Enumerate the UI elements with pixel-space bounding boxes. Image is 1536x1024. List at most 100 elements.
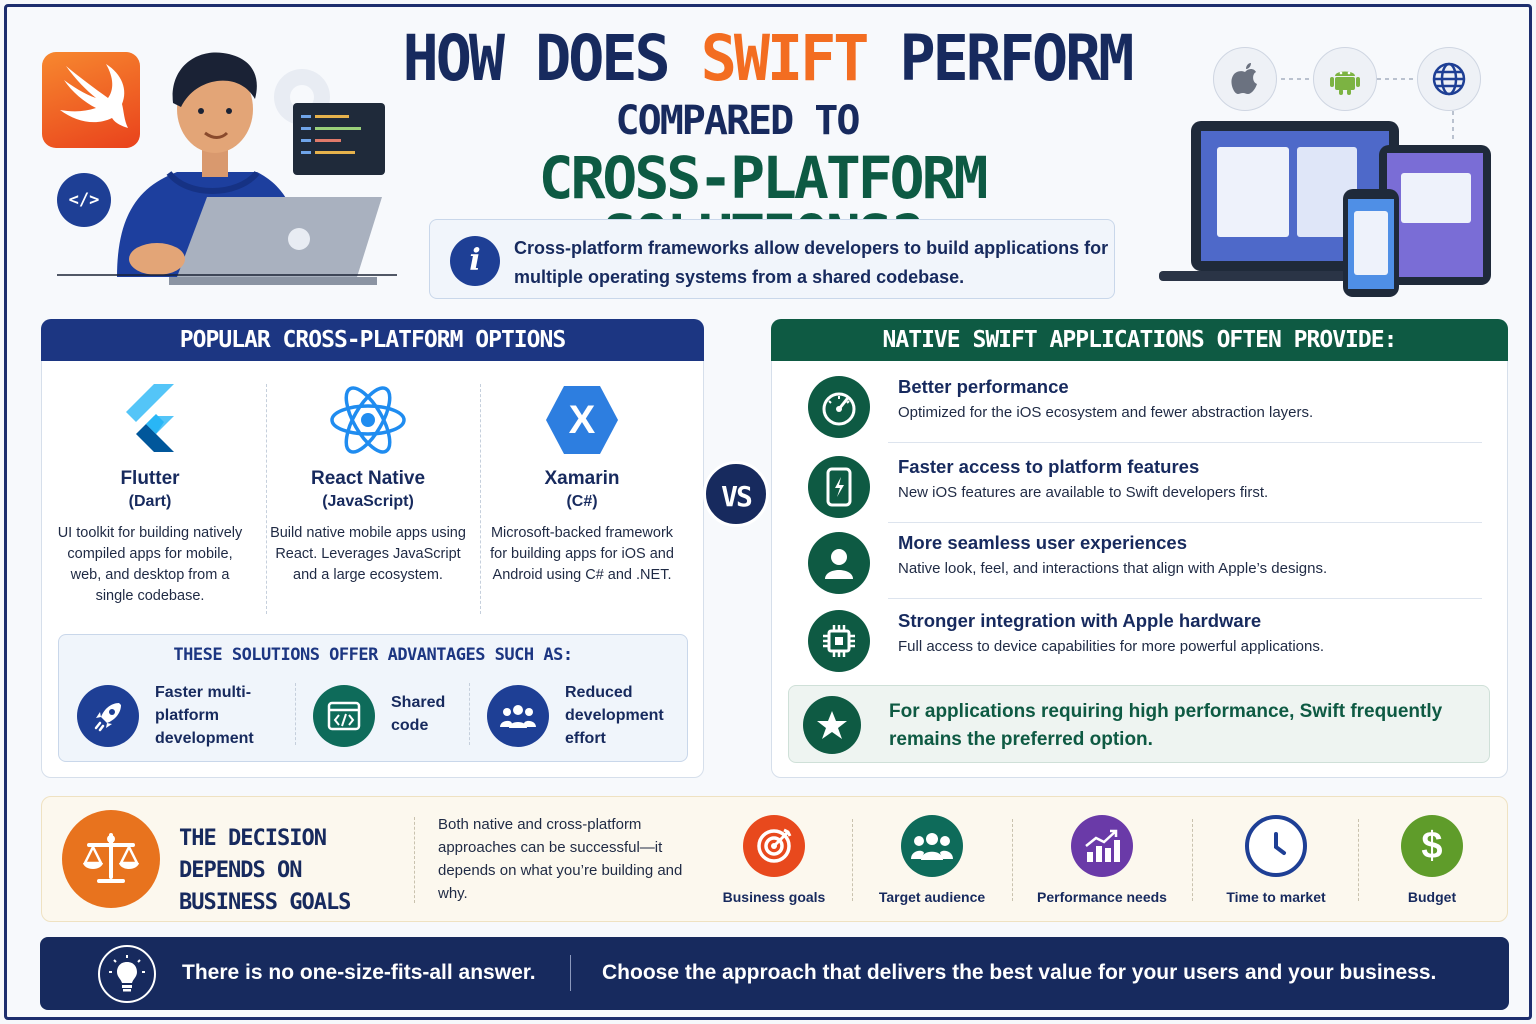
benefit-item: Faster access to platform features New i… <box>808 456 1488 536</box>
advantage-item: Shared code <box>313 681 473 749</box>
devices-illustration <box>1147 43 1497 303</box>
advantage-label: Faster multi-platform development <box>155 684 254 747</box>
developer-illustration <box>57 37 407 287</box>
divider <box>888 442 1482 443</box>
advantage-item: Reduced development effort <box>487 681 687 749</box>
android-icon <box>1313 47 1377 111</box>
benefit-desc: Full access to device capabilities for m… <box>898 638 1325 655</box>
user-icon <box>808 532 870 594</box>
divider <box>1012 819 1013 901</box>
chip-icon <box>808 610 870 672</box>
react-icon <box>330 386 406 454</box>
framework-lang: (Dart) <box>128 493 172 510</box>
infographic-frame: </> <box>4 4 1532 1020</box>
benefit-title: More seamless user experiences <box>898 532 1187 553</box>
benefit-item: More seamless user experiences Native lo… <box>808 532 1488 612</box>
native-swift-heading: NATIVE SWIFT APPLICATIONS OFTEN PROVIDE: <box>771 319 1508 361</box>
factor-label: Performance needs <box>1037 889 1167 905</box>
title-accent: SWIFT <box>700 22 870 96</box>
info-icon: i <box>450 236 500 286</box>
factor-label: Business goals <box>722 889 826 905</box>
factor-item: $ Budget <box>1352 815 1512 905</box>
framework-desc: UI toolkit for building natively compile… <box>57 525 243 604</box>
audience-icon <box>901 815 963 877</box>
page-title: HOW DOES SWIFT PERFORM <box>402 22 1135 96</box>
footer-text-secondary: Choose the approach that delivers the be… <box>602 961 1437 984</box>
clock-icon <box>1245 815 1307 877</box>
footer-text-primary: There is no one-size-fits-all answer. <box>182 961 536 984</box>
rocket-icon <box>77 685 139 747</box>
factor-item: Target audience <box>852 815 1012 905</box>
factor-label: Target audience <box>878 889 986 905</box>
xamarin-icon: X <box>542 380 622 460</box>
divider <box>888 598 1482 599</box>
decision-text: Both native and cross-platform approache… <box>438 816 683 902</box>
lightbulb-icon <box>98 945 156 1003</box>
decision-title: THE DECISION DEPENDS ON BUSINESS GOALS <box>179 826 351 915</box>
divider <box>852 819 853 901</box>
advantage-label: Shared code <box>391 694 446 734</box>
framework-lang: (C#) <box>566 493 598 510</box>
advantage-label: Reduced development effort <box>565 684 664 747</box>
framework-desc: Microsoft-backed framework for building … <box>490 525 674 583</box>
divider <box>888 522 1482 523</box>
decision-bar: THE DECISION DEPENDS ON BUSINESS GOALS B… <box>41 796 1508 922</box>
benefit-item: Better performance Optimized for the iOS… <box>808 376 1488 456</box>
divider <box>1358 819 1359 901</box>
divider <box>469 683 470 745</box>
page-subtitle: COMPARED TO <box>615 98 861 144</box>
info-box: i Cross-platform frameworks allow develo… <box>429 219 1115 299</box>
benefit-item: Stronger integration with Apple hardware… <box>808 610 1488 690</box>
advantages-title: THESE SOLUTIONS OFFER ADVANTAGES SUCH AS… <box>173 645 573 665</box>
factor-item: Business goals <box>694 815 854 905</box>
info-text: Cross-platform frameworks allow develope… <box>514 238 1109 287</box>
flutter-icon <box>126 384 174 452</box>
apple-icon <box>1213 47 1277 111</box>
xamarin-glyph: X <box>568 398 596 442</box>
benefit-title: Better performance <box>898 376 1069 397</box>
speedometer-icon <box>808 376 870 438</box>
divider <box>480 384 481 614</box>
growth-chart-icon <box>1071 815 1133 877</box>
preferred-text: For applications requiring high performa… <box>889 701 1443 750</box>
framework-name: Flutter <box>120 468 180 489</box>
factor-item: Performance needs <box>1022 815 1182 905</box>
advantages-box: THESE SOLUTIONS OFFER ADVANTAGES SUCH AS… <box>58 634 688 762</box>
native-swift-panel: NATIVE SWIFT APPLICATIONS OFTEN PROVIDE:… <box>771 319 1508 778</box>
framework-desc: Build native mobile apps using React. Le… <box>270 525 466 583</box>
cross-platform-heading: POPULAR CROSS-PLATFORM OPTIONS <box>41 319 704 361</box>
target-icon <box>743 815 805 877</box>
benefit-title: Faster access to platform features <box>898 456 1200 477</box>
team-icon <box>487 685 549 747</box>
benefit-desc: Optimized for the iOS ecosystem and fewe… <box>898 404 1314 421</box>
footer-banner: There is no one-size-fits-all answer. Ch… <box>40 937 1509 1010</box>
cross-platform-panel: POPULAR CROSS-PLATFORM OPTIONS Flutter (… <box>41 319 704 778</box>
scales-icon <box>62 810 160 908</box>
divider <box>414 817 415 903</box>
framework-name: Xamarin <box>544 468 620 489</box>
divider <box>1192 819 1193 901</box>
preferred-callout: For applications requiring high performa… <box>788 685 1490 763</box>
code-window-icon <box>313 685 375 747</box>
benefit-desc: Native look, feel, and interactions that… <box>898 560 1328 577</box>
benefit-desc: New iOS features are available to Swift … <box>898 484 1269 501</box>
framework-name: React Native <box>310 468 426 489</box>
framework-card-xamarin: X Xamarin (C#) Microsoft-backed framewor… <box>478 380 686 586</box>
star-icon <box>803 696 861 754</box>
swift-logo <box>42 52 140 148</box>
divider <box>295 683 296 745</box>
benefit-title: Stronger integration with Apple hardware <box>898 610 1262 631</box>
framework-card-react-native: React Native (JavaScript) Build native m… <box>264 380 472 586</box>
advantage-item: Faster multi-platform development <box>77 681 287 749</box>
globe-icon <box>1417 47 1481 111</box>
factor-label: Budget <box>1407 889 1457 905</box>
factor-item: Time to market <box>1196 815 1356 905</box>
code-badge: </> <box>57 173 111 227</box>
vs-badge: VS <box>703 461 769 527</box>
divider <box>266 384 267 614</box>
factor-label: Time to market <box>1226 889 1326 905</box>
dollar-icon: $ <box>1401 815 1463 877</box>
framework-lang: (JavaScript) <box>322 493 414 510</box>
framework-card-flutter: Flutter (Dart) UI toolkit for building n… <box>46 380 254 607</box>
phone-bolt-icon <box>808 456 870 518</box>
